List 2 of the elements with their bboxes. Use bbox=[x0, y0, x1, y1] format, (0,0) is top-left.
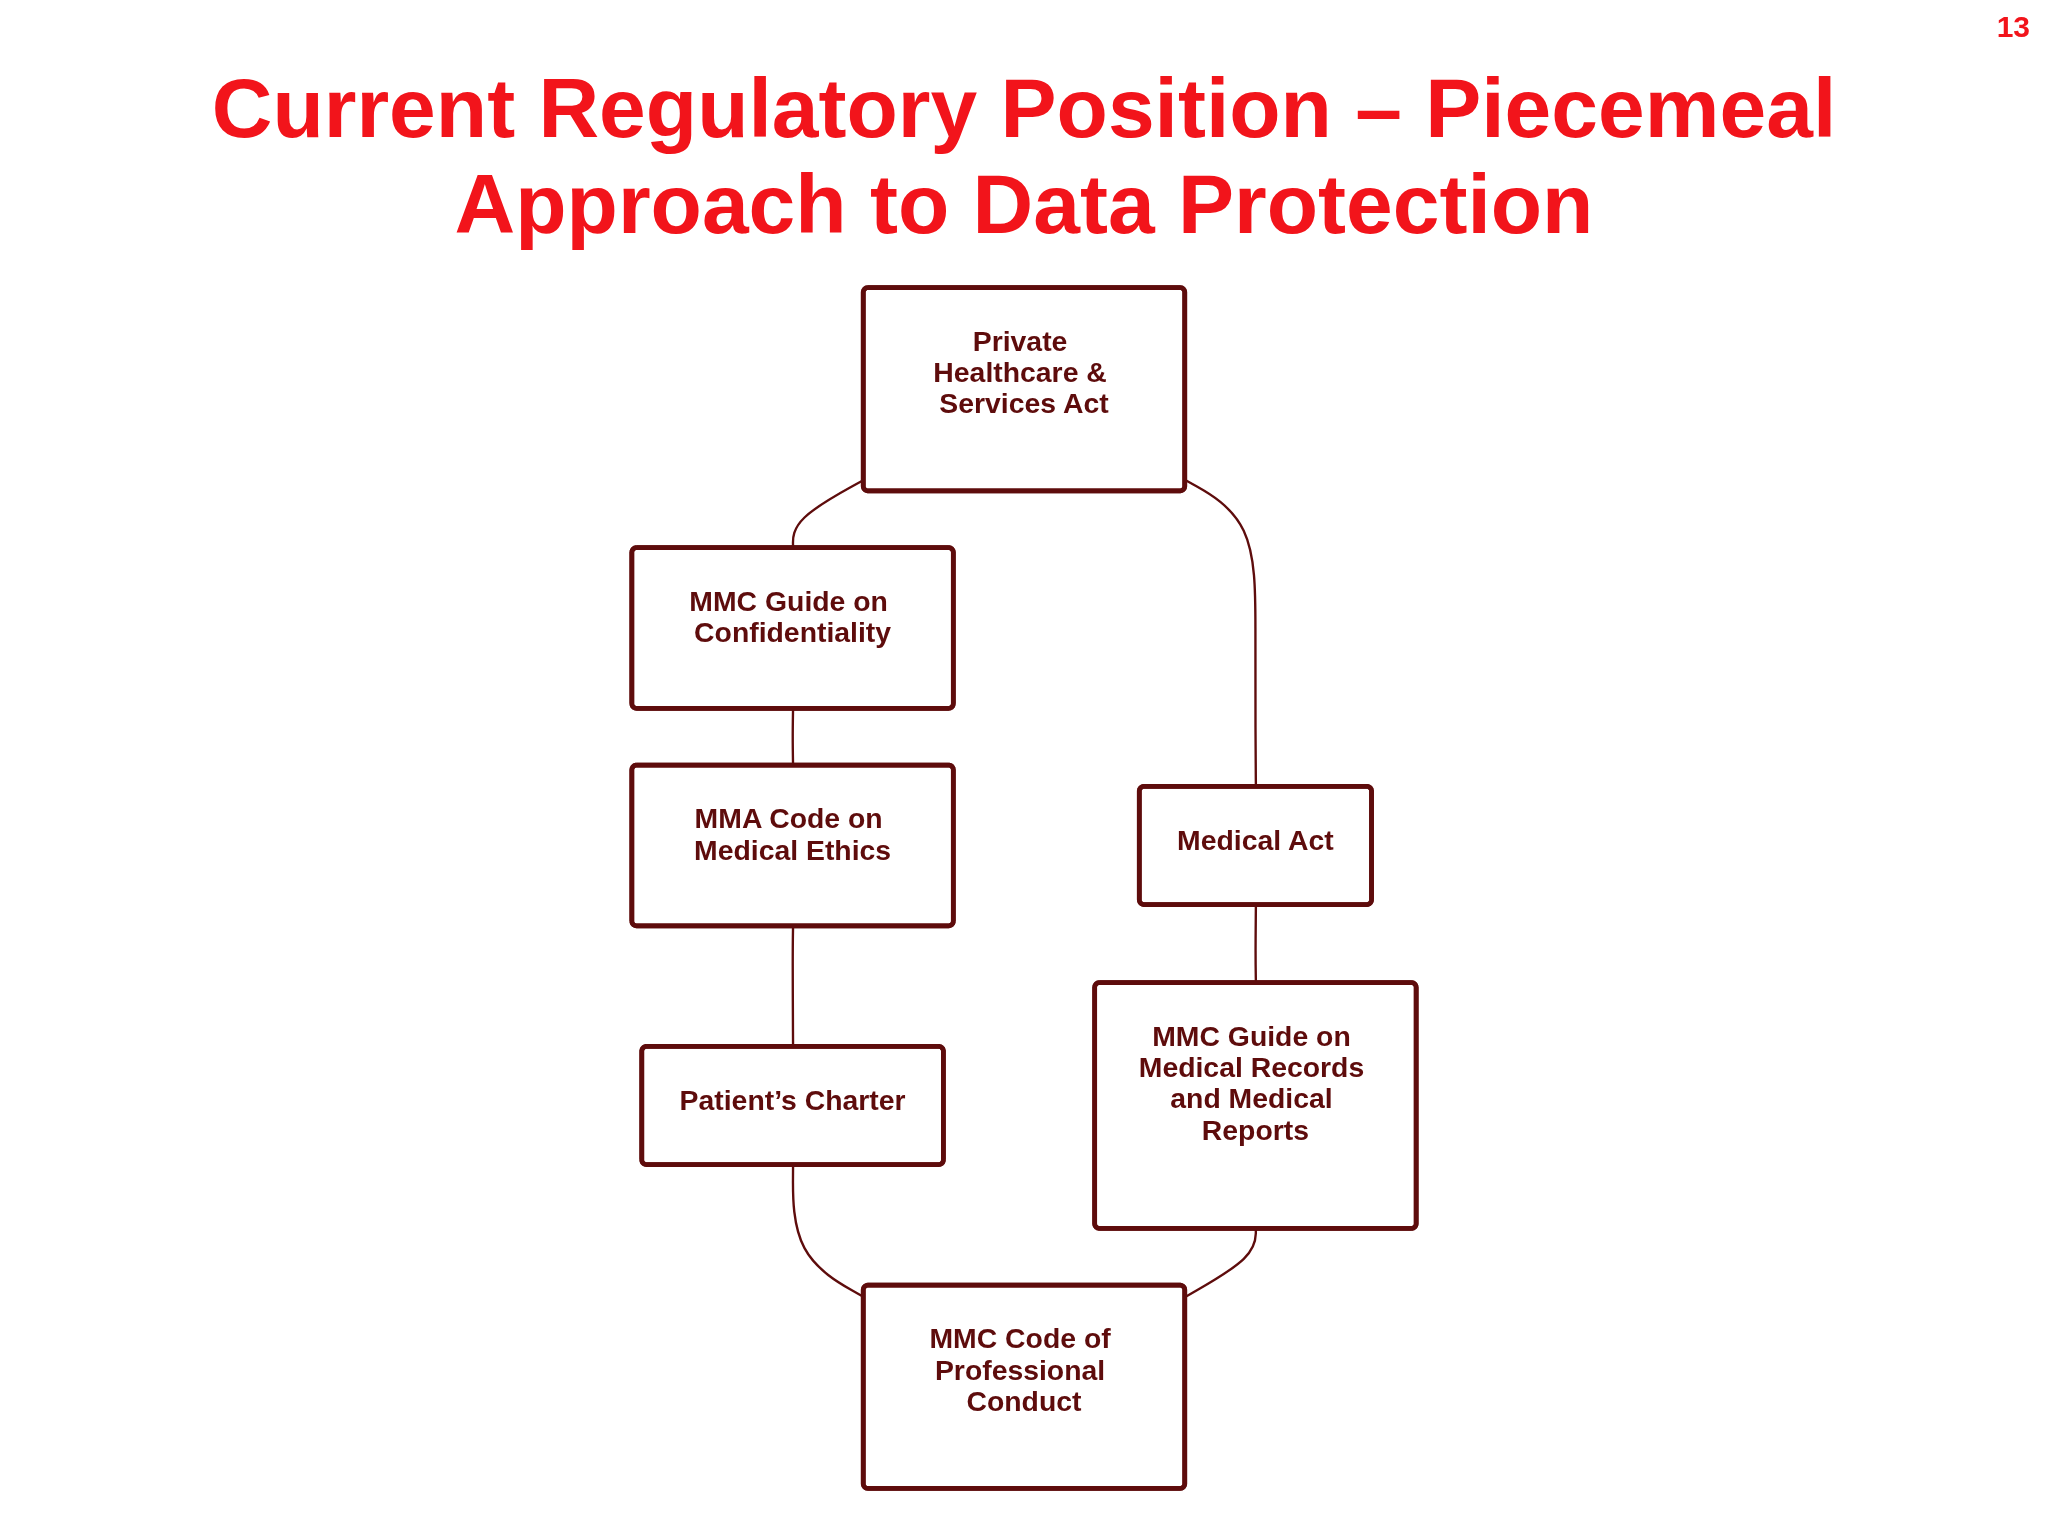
slide-title: Current Regulatory Position – Piecemeal Approach to Data Protection bbox=[210, 60, 1838, 252]
page-number: 13 bbox=[1996, 10, 2030, 44]
